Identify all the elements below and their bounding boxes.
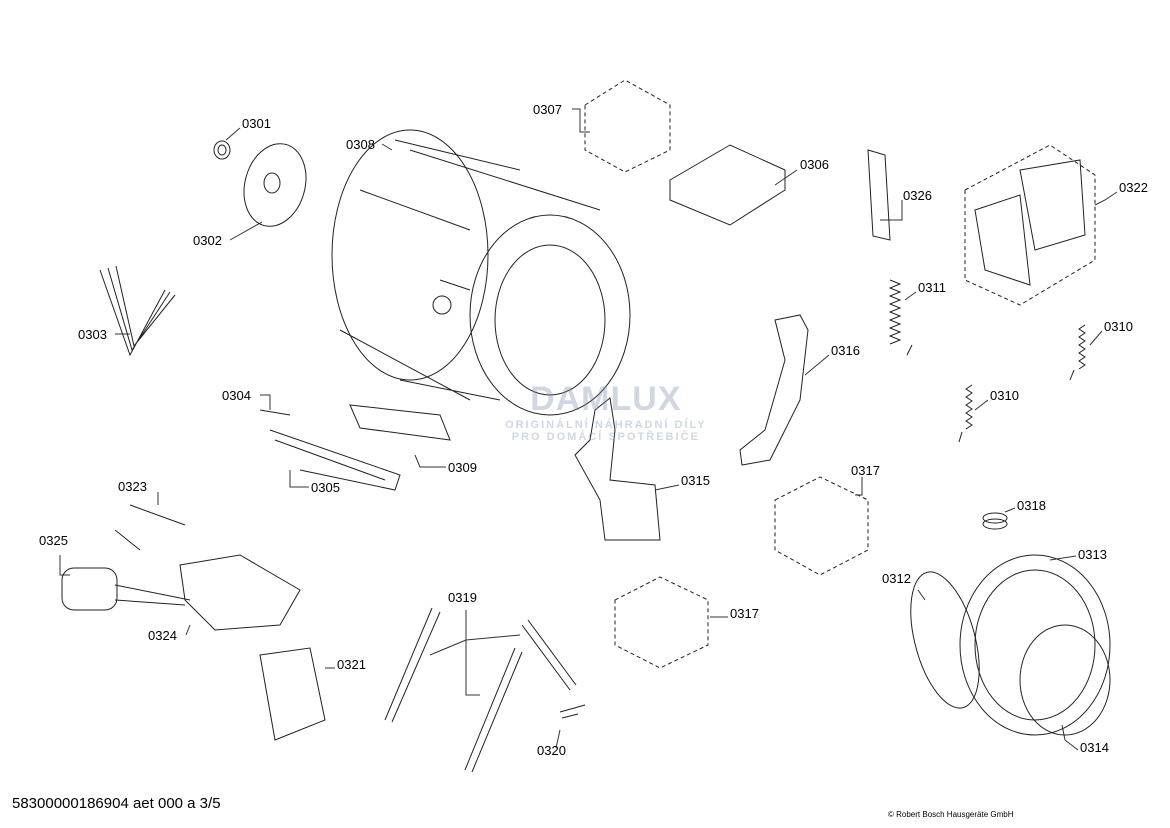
part-label-0310: 0310 bbox=[1104, 319, 1133, 334]
part-label-0313: 0313 bbox=[1078, 547, 1107, 562]
clamp-drawing bbox=[982, 512, 1008, 530]
part-label-0311: 0311 bbox=[918, 280, 946, 295]
document-id: 58300000186904 aet 000 a 3/5 bbox=[12, 795, 221, 812]
part-label-0315: 0315 bbox=[681, 473, 710, 488]
part-label-0324: 0324 bbox=[148, 628, 177, 643]
part-label-0305: 0305 bbox=[311, 480, 340, 495]
watermark-line-1: ORIGINÁLNÍ NÁHRADNÍ DÍLY bbox=[505, 419, 707, 431]
spring-drawing-0310 bbox=[958, 384, 973, 443]
part-label-0317: 0317 bbox=[730, 606, 759, 621]
control-module-drawing bbox=[964, 144, 1096, 306]
leader-lines bbox=[59, 108, 1118, 751]
part-label-0308: 0308 bbox=[346, 137, 375, 152]
part-label-0307: 0307 bbox=[533, 102, 562, 117]
part-label-0318: 0318 bbox=[1017, 498, 1046, 513]
drum-tub-drawing bbox=[331, 129, 631, 416]
screw-set-group-0307 bbox=[584, 79, 671, 173]
filter-drawing bbox=[349, 404, 451, 441]
part-label-0321: 0321 bbox=[337, 657, 366, 672]
part-label-0323: 0323 bbox=[118, 479, 147, 494]
part-label-0325: 0325 bbox=[39, 533, 68, 548]
bolt-drawing bbox=[559, 704, 586, 719]
spring-drawing-0310 bbox=[1069, 324, 1086, 381]
screws-drawing-0323 bbox=[114, 504, 186, 551]
part-label-0310: 0310 bbox=[990, 388, 1019, 403]
bracket-drawing-0316 bbox=[739, 314, 809, 466]
part-label-0301: 0301 bbox=[242, 116, 271, 131]
pump-drawing bbox=[179, 554, 301, 631]
cover-drawing bbox=[669, 144, 786, 226]
part-label-0314: 0314 bbox=[1080, 740, 1109, 755]
part-label-0317: 0317 bbox=[851, 463, 880, 478]
connector-drawing-0325 bbox=[61, 567, 118, 611]
bracket-drawing-0315 bbox=[574, 397, 661, 541]
part-label-0304: 0304 bbox=[222, 388, 251, 403]
door-ring-drawing bbox=[910, 554, 1111, 736]
part-label-0316: 0316 bbox=[831, 343, 860, 358]
screw-set-group-0317 bbox=[614, 576, 709, 669]
watermark-line-2: PRO DOMÁCÍ SPOTŘEBIČE bbox=[511, 431, 700, 443]
screw-set-group-0317 bbox=[774, 476, 869, 576]
part-label-0322: 0322 bbox=[1119, 180, 1148, 195]
watermark-brand: DAMLUX bbox=[530, 380, 682, 418]
spring-drawing-0311 bbox=[888, 279, 913, 356]
shock-absorbers-drawing bbox=[384, 607, 577, 773]
copyright-notice: © Robert Bosch Hausgeräte GmbH bbox=[888, 810, 1014, 819]
connector-lines bbox=[114, 584, 191, 606]
circuit-board-drawing bbox=[259, 647, 326, 741]
belt-drawing bbox=[99, 265, 176, 357]
part-label-0306: 0306 bbox=[800, 157, 829, 172]
part-label-0302: 0302 bbox=[193, 233, 222, 248]
part-label-0319: 0319 bbox=[448, 590, 477, 605]
watermark-logo: DAMLUX ORIGINÁLNÍ NÁHRADNÍ DÍLY PRO DOMÁ… bbox=[505, 380, 707, 443]
heater-drawing bbox=[259, 409, 401, 491]
seal-drawing bbox=[867, 149, 891, 241]
ring-and-pulley-drawing bbox=[213, 140, 307, 227]
part-label-0303: 0303 bbox=[78, 327, 107, 342]
part-label-0320: 0320 bbox=[537, 743, 566, 758]
part-label-0312: 0312 bbox=[882, 571, 911, 586]
part-label-0309: 0309 bbox=[448, 460, 477, 475]
part-label-0326: 0326 bbox=[903, 188, 932, 203]
